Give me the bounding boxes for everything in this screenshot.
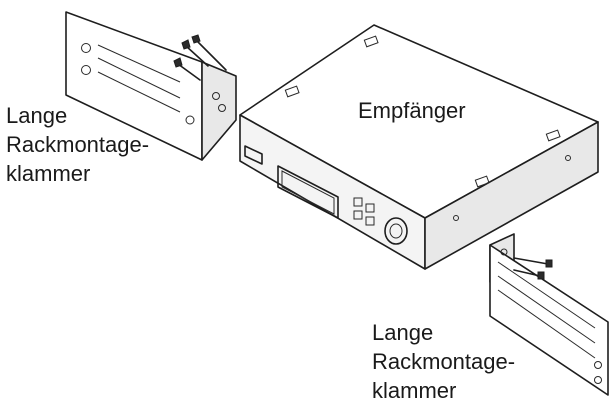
left-bracket bbox=[65, 11, 237, 161]
right-screws bbox=[513, 257, 553, 280]
left-screws bbox=[173, 34, 227, 81]
left-bracket-label-line-2: Rackmontage- bbox=[6, 132, 150, 157]
receiver-unit bbox=[239, 24, 599, 270]
display-window bbox=[277, 165, 339, 219]
right-bracket-label-line-3: klammer bbox=[372, 378, 457, 403]
receiver-label: Empfänger bbox=[358, 96, 466, 125]
left-bracket-label-line-1: Lange bbox=[6, 103, 68, 128]
right-bracket-label: Lange Rackmontage- klammer bbox=[372, 318, 515, 405]
right-bracket-label-line-2: Rackmontage- bbox=[372, 349, 516, 374]
power-switch bbox=[244, 145, 263, 165]
left-bracket-label: Lange Rackmontage- klammer bbox=[6, 101, 149, 188]
control-buttons bbox=[353, 197, 375, 226]
left-bracket-label-line-3: klammer bbox=[6, 161, 91, 186]
control-knob bbox=[384, 217, 408, 245]
right-bracket-label-line-1: Lange bbox=[372, 320, 434, 345]
receiver-label-text: Empfänger bbox=[358, 98, 466, 123]
right-bracket bbox=[489, 233, 609, 396]
